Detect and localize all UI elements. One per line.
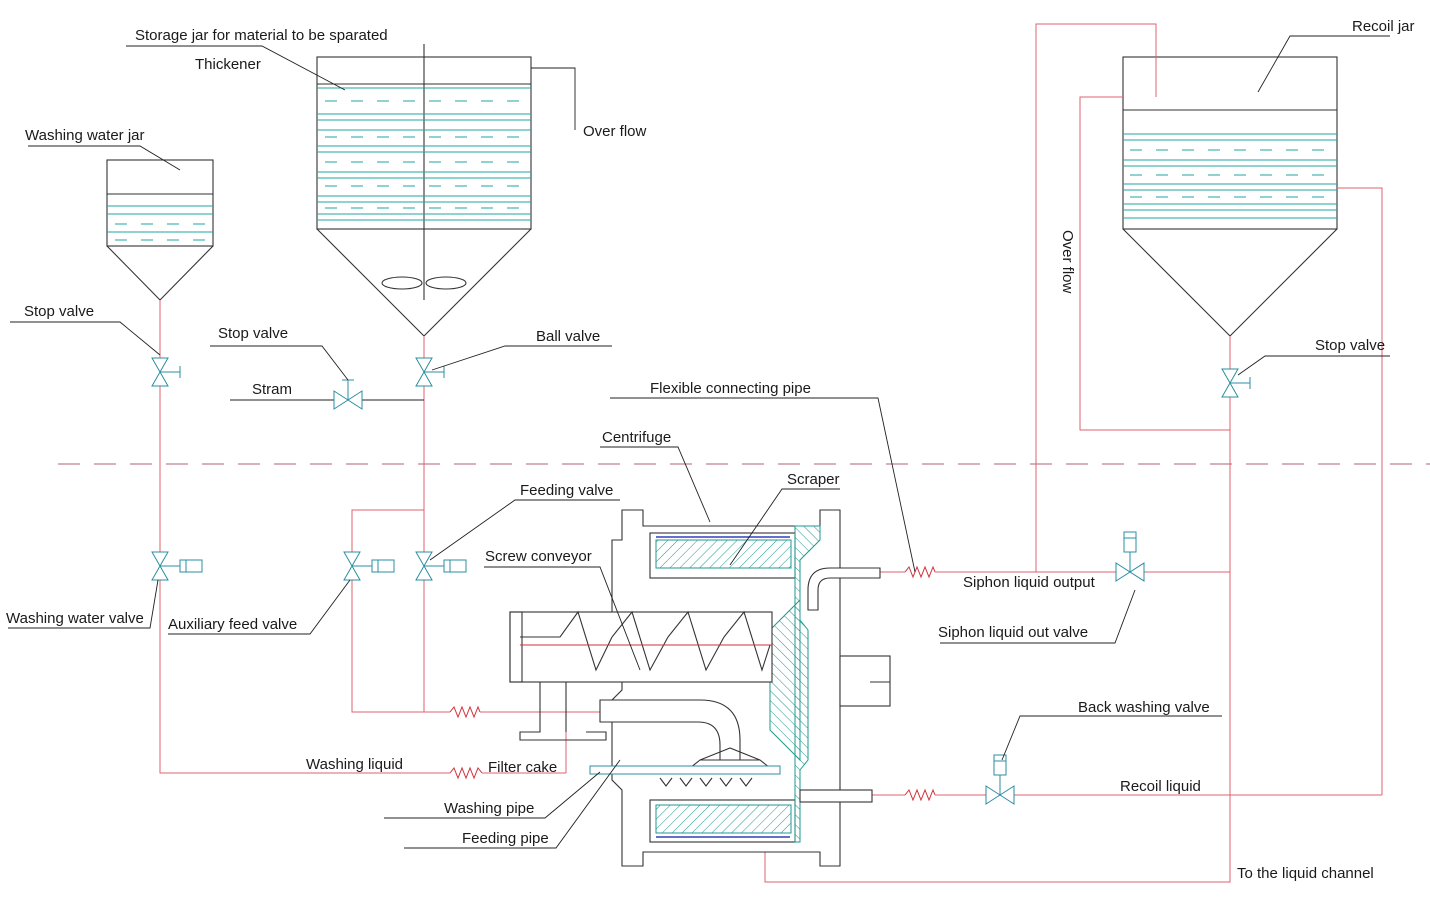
label-over-flow-vertical: Over flow: [1059, 230, 1076, 294]
feeding-valve-icon: [415, 551, 467, 581]
label-centrifuge: Centrifuge: [602, 429, 671, 446]
auxiliary-feed-valve-icon: [343, 551, 395, 581]
stram-stop-valve-icon: [333, 379, 363, 410]
label-stram: Stram: [252, 381, 292, 398]
label-siphon-valve: Siphon liquid out valve: [938, 624, 1088, 641]
label-washing-liquid: Washing liquid: [306, 756, 403, 773]
label-ball-valve: Ball valve: [536, 328, 600, 345]
thickener-tank: [316, 44, 576, 337]
recoil-stop-valve-icon: [1221, 368, 1251, 398]
leader-lines: [8, 35, 1390, 849]
label-stop-valve-right: Stop valve: [1315, 337, 1385, 354]
label-flexible-pipe: Flexible connecting pipe: [650, 380, 811, 397]
label-washing-water-valve: Washing water valve: [6, 610, 144, 627]
label-storage-jar: Storage jar for material to be sparated: [135, 27, 388, 44]
label-filter-cake: Filter cake: [488, 759, 557, 776]
centrifuge-machine: [509, 509, 891, 867]
label-washing-pipe: Washing pipe: [444, 800, 534, 817]
siphon-out-valve-icon: [1115, 531, 1145, 582]
label-screw-conveyor: Screw conveyor: [485, 548, 592, 565]
label-recoil-liquid: Recoil liquid: [1120, 778, 1201, 795]
label-back-washing-valve: Back washing valve: [1078, 699, 1210, 716]
back-washing-valve-icon: [985, 754, 1015, 805]
flexible-connectors: [449, 565, 936, 802]
ball-valve-icon: [415, 357, 445, 387]
washing-water-valve-icon: [151, 551, 203, 581]
washing-jar-stop-valve-icon: [151, 357, 181, 387]
label-over-flow-top: Over flow: [583, 123, 647, 140]
label-feeding-pipe: Feeding pipe: [462, 830, 549, 847]
label-auxiliary-feed-valve: Auxiliary feed valve: [168, 616, 297, 633]
label-stop-valve-left: Stop valve: [24, 303, 94, 320]
label-scraper: Scraper: [787, 471, 840, 488]
label-washing-water-jar: Washing water jar: [25, 127, 145, 144]
label-siphon-output: Siphon liquid output: [963, 574, 1096, 591]
label-to-liquid-channel: To the liquid channel: [1237, 865, 1374, 882]
label-stop-valve-mid: Stop valve: [218, 325, 288, 342]
washing-water-jar: [106, 159, 214, 301]
label-feeding-valve: Feeding valve: [520, 482, 613, 499]
label-thickener: Thickener: [195, 56, 261, 73]
label-recoil-jar: Recoil jar: [1352, 18, 1415, 35]
recoil-jar: [1122, 56, 1338, 337]
